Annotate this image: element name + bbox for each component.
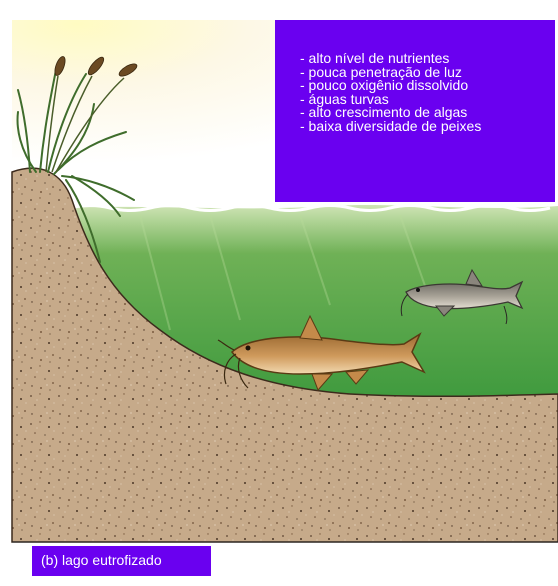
condition-item: - baixa diversidade de peixes (300, 120, 545, 134)
conditions-box: - alto nível de nutrientes - pouca penet… (275, 20, 555, 202)
conditions-list: - alto nível de nutrientes - pouca penet… (300, 52, 545, 134)
caption-label: (b) lago eutrofizado (32, 546, 211, 576)
